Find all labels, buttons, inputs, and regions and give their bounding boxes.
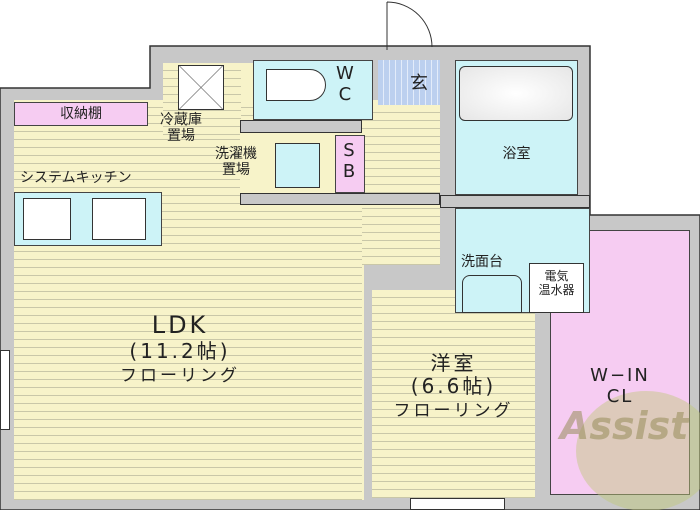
water-heater-label: 電気温水器	[538, 269, 575, 297]
kitchen-label: システムキッチン	[20, 170, 132, 186]
ldk-label: LDK(11.2帖)フローリング	[120, 311, 240, 386]
fridge-space-icon	[178, 65, 224, 110]
storage-shelf: 収納棚	[14, 102, 148, 126]
window	[0, 350, 10, 430]
wall	[240, 193, 440, 205]
western-room	[372, 290, 535, 498]
bathtub-icon	[459, 66, 573, 121]
fridge-label: 冷蔵庫置場	[160, 112, 202, 145]
washer-space-icon	[275, 143, 320, 188]
water-heater: 電気温水器	[529, 263, 584, 313]
sink-icon	[92, 198, 146, 240]
washroom: 洗面台 電気温水器	[455, 208, 590, 313]
kitchen-counter	[14, 192, 162, 246]
logo-circle	[576, 391, 700, 510]
washer-label: 洗濯機置場	[215, 146, 257, 179]
window	[410, 498, 505, 510]
entrance: 玄	[378, 60, 440, 105]
wall	[240, 120, 362, 133]
entrance-door	[386, 1, 433, 50]
toilet-icon	[266, 69, 326, 101]
western-room-label: 洋室(6.6帖)フローリング	[393, 351, 514, 421]
assist-logo: Assist	[560, 404, 689, 448]
hall-floor	[362, 105, 440, 265]
washbasin-icon	[462, 275, 522, 313]
stove-icon	[23, 198, 71, 240]
bathroom: 浴室	[455, 60, 578, 195]
